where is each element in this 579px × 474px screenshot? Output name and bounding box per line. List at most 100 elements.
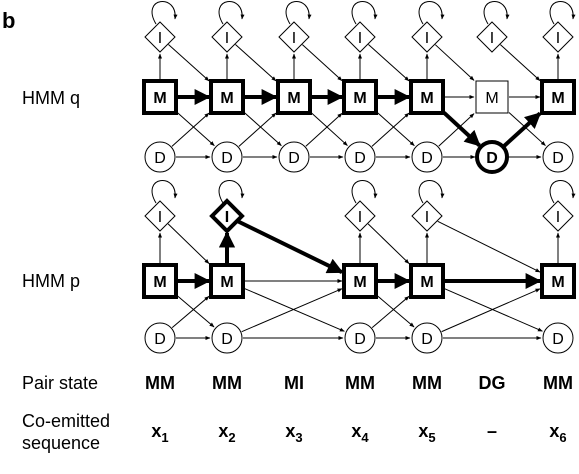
delete-state-hmm_q-4 xyxy=(411,141,443,173)
delete-state-label: D xyxy=(221,331,233,348)
insert-self-loop xyxy=(218,180,245,204)
insert-to-match-arrow xyxy=(434,44,475,81)
coemitted-value: x3 xyxy=(285,421,302,445)
insert-state-label: I xyxy=(158,30,162,47)
insert-self-loop xyxy=(418,1,445,25)
insert-to-match-arrow xyxy=(302,44,343,82)
insert-self-loop xyxy=(549,180,576,204)
insert-state-hmm_p-0 xyxy=(144,200,176,232)
insert-self-loop xyxy=(549,1,576,25)
insert-state-label: I xyxy=(225,30,229,47)
coemitted-label-line2: sequence xyxy=(22,433,100,453)
match-state-hmm_q-1 xyxy=(209,79,245,115)
delete-state-hmm_q-5 xyxy=(475,140,509,174)
match-to-delete-arrow xyxy=(243,287,345,332)
insert-to-match-arrow xyxy=(368,44,410,82)
insert-self-loop xyxy=(483,1,510,25)
delete-state-hmm_q-2 xyxy=(278,141,310,173)
match-state-label: M xyxy=(485,90,498,107)
insert-state-hmm_q-6 xyxy=(542,21,574,53)
pair-state-value: MM xyxy=(412,373,442,393)
insert-self-loop xyxy=(151,180,178,204)
insert-to-match-arrow xyxy=(500,44,541,82)
insert-to-match-arrow xyxy=(437,220,541,273)
insert-self-loop xyxy=(218,1,245,25)
insert-self-loop xyxy=(351,1,378,25)
insert-state-hmm_q-0 xyxy=(144,21,176,53)
hmm-p-label: HMM p xyxy=(22,271,80,291)
delete-state-label: D xyxy=(552,150,564,167)
match-state-label: M xyxy=(287,90,300,107)
match-state-hmm_q-0 xyxy=(142,79,178,115)
delete-state-hmm_p-0 xyxy=(144,322,176,354)
match-state-label: M xyxy=(153,90,166,107)
insert-state-label: I xyxy=(358,209,362,226)
insert-state-hmm_p-1 xyxy=(209,198,245,234)
insert-state-label: I xyxy=(490,30,494,47)
delete-to-match-arrow xyxy=(438,113,475,147)
insert-state-label: I xyxy=(425,30,429,47)
pair-state-value: MM xyxy=(145,373,175,393)
match-state-label: M xyxy=(551,274,564,291)
match-to-delete-arrow xyxy=(508,112,546,146)
delete-state-label: D xyxy=(221,150,233,167)
delete-state-label: D xyxy=(354,331,366,348)
match-state-hmm_q-3 xyxy=(342,79,378,115)
coemitted-value: x5 xyxy=(418,421,435,445)
pair-state-value: DG xyxy=(479,373,506,393)
delete-to-match-arrow xyxy=(171,295,210,329)
delete-state-hmm_q-3 xyxy=(344,141,376,173)
delete-to-match-arrow xyxy=(441,288,541,333)
insert-to-match-arrow xyxy=(367,223,410,264)
insert-to-match-arrow xyxy=(235,44,277,82)
insert-to-match-arrow xyxy=(236,219,344,274)
insert-to-match-arrow xyxy=(167,223,210,264)
delete-to-match-arrow xyxy=(305,112,343,147)
match-to-delete-arrow xyxy=(243,111,282,147)
match-to-delete-arrow xyxy=(442,111,481,147)
insert-state-hmm_p-4 xyxy=(411,200,443,232)
match-state-hmm_p-3 xyxy=(342,263,378,299)
insert-state-hmm_p-6 xyxy=(542,200,574,232)
delete-state-hmm_p-3 xyxy=(344,322,376,354)
match-to-delete-arrow xyxy=(376,111,415,147)
match-state-hmm_p-1 xyxy=(209,263,245,299)
delete-state-label: D xyxy=(354,150,366,167)
match-state-label: M xyxy=(420,274,433,291)
insert-state-hmm_p-3 xyxy=(344,200,376,232)
insert-state-label: I xyxy=(292,30,296,47)
match-state-hmm_q-4 xyxy=(409,79,445,115)
insert-state-label: I xyxy=(556,209,560,226)
insert-state-hmm_q-3 xyxy=(344,21,376,53)
coemitted-label-line1: Co-emitted xyxy=(22,411,110,431)
match-to-delete-arrow xyxy=(176,295,215,328)
match-state-label: M xyxy=(153,274,166,291)
match-state-label: M xyxy=(353,90,366,107)
delete-to-match-arrow xyxy=(371,295,410,329)
insert-state-label: I xyxy=(556,30,560,47)
insert-state-label: I xyxy=(158,209,162,226)
insert-state-label: I xyxy=(425,209,429,226)
delete-state-hmm_q-0 xyxy=(144,141,176,173)
match-to-delete-arrow xyxy=(176,111,215,147)
coemitted-value: x1 xyxy=(151,421,168,445)
match-state-hmm_p-6 xyxy=(540,263,576,299)
delete-state-label: D xyxy=(154,150,166,167)
delete-to-match-arrow xyxy=(502,111,542,148)
match-state-label: M xyxy=(220,90,233,107)
match-state-hmm_q-6 xyxy=(540,79,576,115)
delete-state-label: D xyxy=(486,150,498,167)
insert-state-hmm_q-1 xyxy=(211,21,243,53)
match-state-hmm_p-4 xyxy=(409,263,445,299)
pair-state-value: MI xyxy=(284,373,304,393)
match-state-label: M xyxy=(551,90,564,107)
insert-state-hmm_q-5 xyxy=(476,21,508,53)
delete-state-hmm_q-1 xyxy=(211,141,243,173)
insert-self-loop xyxy=(418,180,445,204)
pair-state-value: MM xyxy=(212,373,242,393)
delete-state-hmm_p-1 xyxy=(211,322,243,354)
